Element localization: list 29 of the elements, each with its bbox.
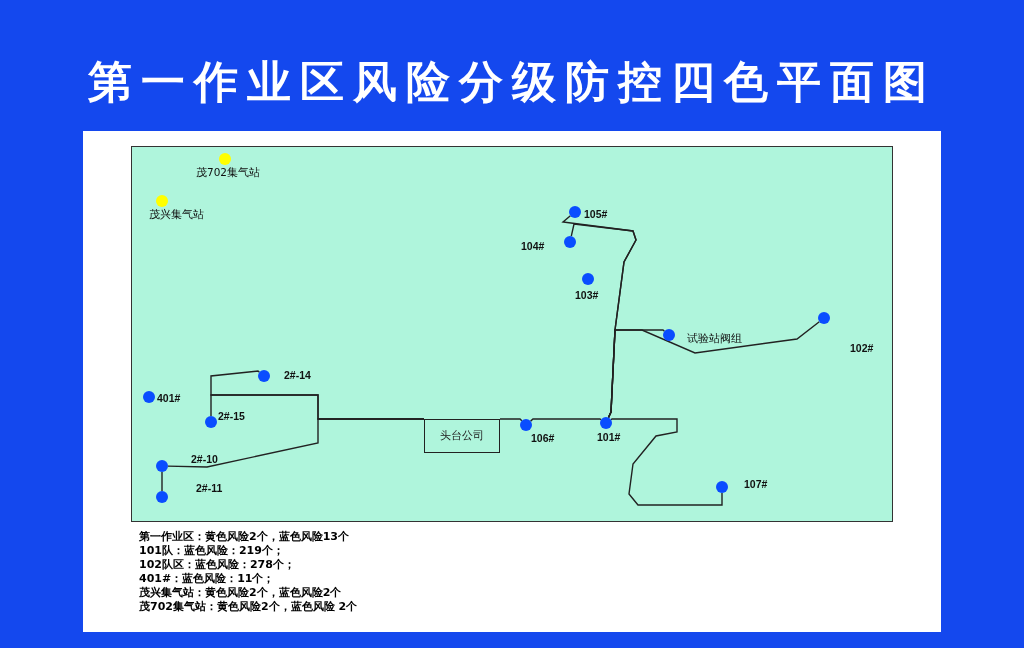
site-label: 茂兴集气站 bbox=[149, 208, 204, 220]
pipeline bbox=[167, 418, 425, 468]
pipeline bbox=[499, 418, 523, 422]
pipeline bbox=[529, 418, 602, 422]
note-text: 101队：蓝色风险：219个； bbox=[139, 544, 284, 558]
site-label: 104# bbox=[521, 240, 545, 252]
site-label: 105# bbox=[584, 208, 608, 220]
pipeline bbox=[607, 321, 820, 419]
site-label: 103# bbox=[575, 289, 599, 301]
note-text: 茂兴集气站：黄色风险2个，蓝色风险2个 bbox=[139, 586, 342, 600]
pipeline bbox=[610, 418, 723, 506]
map-title: 第一作业区风险分级防控四色平面图 bbox=[87, 55, 937, 109]
site-label: 2#-15 bbox=[218, 410, 245, 422]
site-label: 101# bbox=[597, 431, 621, 443]
pipeline bbox=[161, 471, 163, 492]
site-label: 2#-11 bbox=[196, 482, 223, 494]
note-text: 102队区：蓝色风险：278个； bbox=[139, 558, 295, 572]
site-label: 106# bbox=[531, 432, 555, 444]
site-label: 茂702集气站 bbox=[196, 166, 261, 178]
facility-box: 头台公司 bbox=[424, 419, 500, 453]
site-label: 401# bbox=[157, 392, 181, 404]
note-text: 401#：蓝色风险：11个； bbox=[139, 572, 275, 586]
site-label: 2#-10 bbox=[191, 453, 218, 465]
site-label: 试验站阀组 bbox=[687, 332, 742, 344]
note-text: 第一作业区：黄色风险2个，蓝色风险13个 bbox=[139, 530, 349, 544]
site-label: 102# bbox=[850, 342, 874, 354]
site-label: 2#-14 bbox=[284, 369, 311, 381]
note-text: 茂702集气站：黄色风险2个，蓝色风险 2个 bbox=[139, 600, 358, 614]
site-label: 107# bbox=[744, 478, 768, 490]
